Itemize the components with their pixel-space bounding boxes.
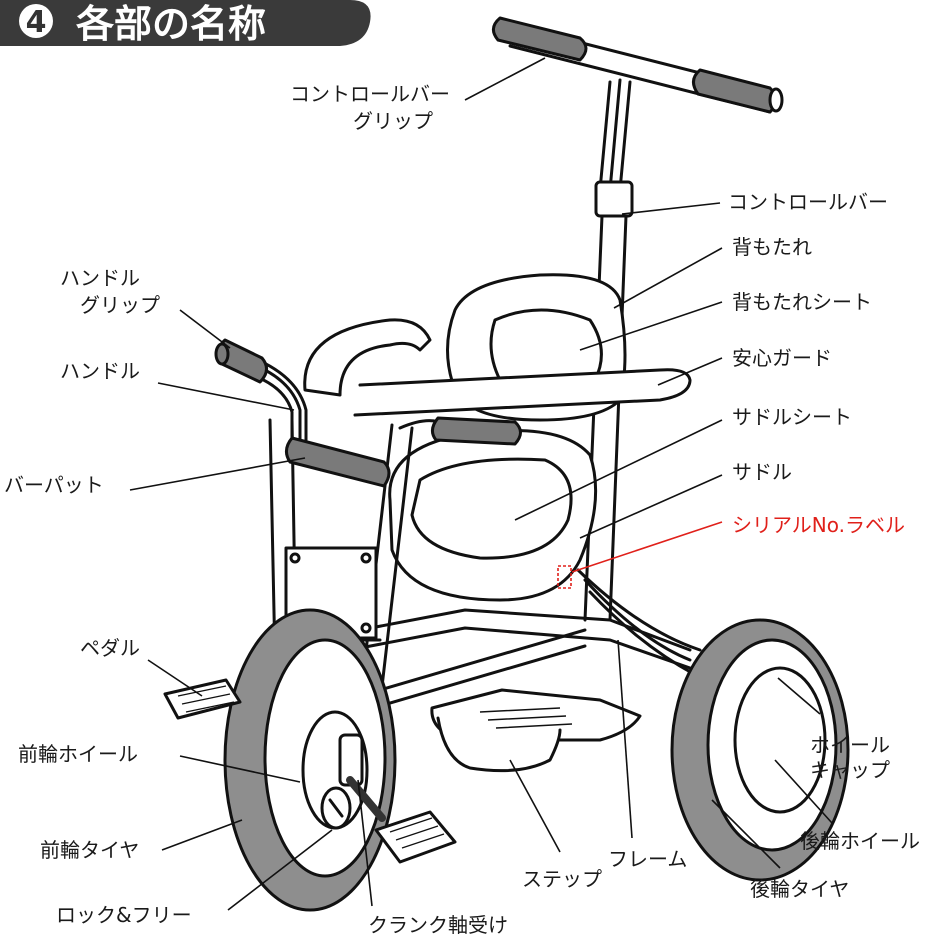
label-handle-grip-line1: ハンドル (60, 266, 140, 290)
frame-cross-bar-2 (378, 644, 587, 708)
label-saddle: サドル (732, 460, 792, 484)
leader-handle (157, 382, 295, 411)
leader-saddle-seat (514, 419, 723, 521)
part-labels: コントロールバー グリップ コントロールバー 背もたれ 背もたれシート 安心ガー… (4, 82, 920, 937)
title-banner-shape (0, 0, 371, 46)
label-pedal: ペダル (80, 636, 140, 660)
leader-front-tire (161, 819, 243, 851)
label-saddle-seat: サドルシート (732, 405, 852, 429)
front-wheel (223, 608, 397, 912)
leader-bar-pad (129, 457, 306, 491)
control-bar-stem (598, 80, 632, 192)
frame-curve-fill (583, 578, 692, 662)
bar-pad (285, 436, 391, 488)
safety-guard-bar (353, 368, 692, 417)
control-bar-tube (583, 214, 628, 622)
rear-wheel-cap (733, 666, 827, 814)
pedal-left (163, 678, 242, 720)
serial-number-label-marker (557, 565, 572, 589)
step-ridges (479, 707, 573, 729)
frame-curve (576, 568, 702, 676)
label-bar-pad: バーパット (4, 473, 104, 497)
control-bar-grip-left (492, 16, 588, 62)
leader-control-bar-grip (464, 57, 546, 101)
label-crank-bearing: クランク軸受け (368, 913, 508, 937)
leader-wheel-cap (777, 677, 821, 715)
label-control-bar-grip-line1: コントロールバー (290, 82, 450, 106)
control-bar-grip-right (692, 68, 784, 114)
label-lock-free: ロック&フリー (56, 903, 192, 927)
leader-control-bar (621, 202, 721, 215)
label-control-bar-grip-line2: グリップ (353, 109, 433, 133)
page-title: 各部の名称 (76, 2, 266, 46)
label-wheel-cap-line1: ホイール (810, 733, 890, 757)
leader-safety-guard (657, 357, 723, 386)
control-bar-stem-fill (608, 78, 622, 192)
label-backrest-seat: 背もたれシート (732, 290, 872, 314)
label-rear-wheel: 後輪ホイール (800, 829, 920, 853)
leader-serial-label (571, 521, 723, 573)
leader-front-wheel (179, 755, 301, 783)
step-body (436, 716, 562, 773)
label-step: ステップ (522, 867, 602, 891)
safety-guard-left (303, 318, 432, 397)
section-number-badge (19, 4, 53, 38)
label-handle: ハンドル (60, 359, 140, 383)
frame-cross-bar (378, 628, 587, 692)
label-front-wheel: 前輪ホイール (18, 742, 138, 766)
label-backrest: 背もたれ (732, 235, 812, 259)
leader-backrest (613, 247, 723, 309)
leader-lock-free (227, 829, 333, 911)
title-banner: 4 各部の名称 (0, 0, 371, 46)
leader-pedal (147, 659, 203, 697)
label-control-bar: コントロールバー (728, 190, 888, 214)
tricycle-illustration (163, 16, 850, 912)
leader-frame (617, 639, 633, 839)
crank-arm (346, 776, 386, 822)
pedal-right (374, 810, 457, 864)
saddle-seat-pad (410, 457, 573, 560)
leader-handle-grip (179, 309, 231, 349)
label-handle-grip-line2: グリップ (80, 293, 160, 317)
leader-saddle (579, 474, 723, 539)
label-rear-tire: 後輪タイヤ (750, 877, 849, 901)
control-bar-clamp (594, 180, 634, 218)
leader-lines (129, 57, 833, 911)
leader-rear-tire (711, 799, 781, 869)
leader-crank-bearing (357, 779, 373, 907)
leader-rear-wheel (774, 759, 833, 824)
handle-grip-left (214, 338, 268, 384)
rear-wheel (670, 618, 850, 882)
label-frame: フレーム (608, 847, 687, 871)
label-serial-number: シリアルNo.ラベル (732, 513, 905, 537)
label-front-tire: 前輪タイヤ (40, 838, 139, 862)
label-safety-guard: 安心ガード (732, 346, 832, 370)
leader-backrest-seat (579, 301, 723, 351)
leader-step (509, 759, 561, 853)
label-wheel-cap-line2: キャップ (810, 758, 890, 782)
handle-grip-right (431, 416, 522, 446)
section-number: 4 (26, 5, 47, 40)
